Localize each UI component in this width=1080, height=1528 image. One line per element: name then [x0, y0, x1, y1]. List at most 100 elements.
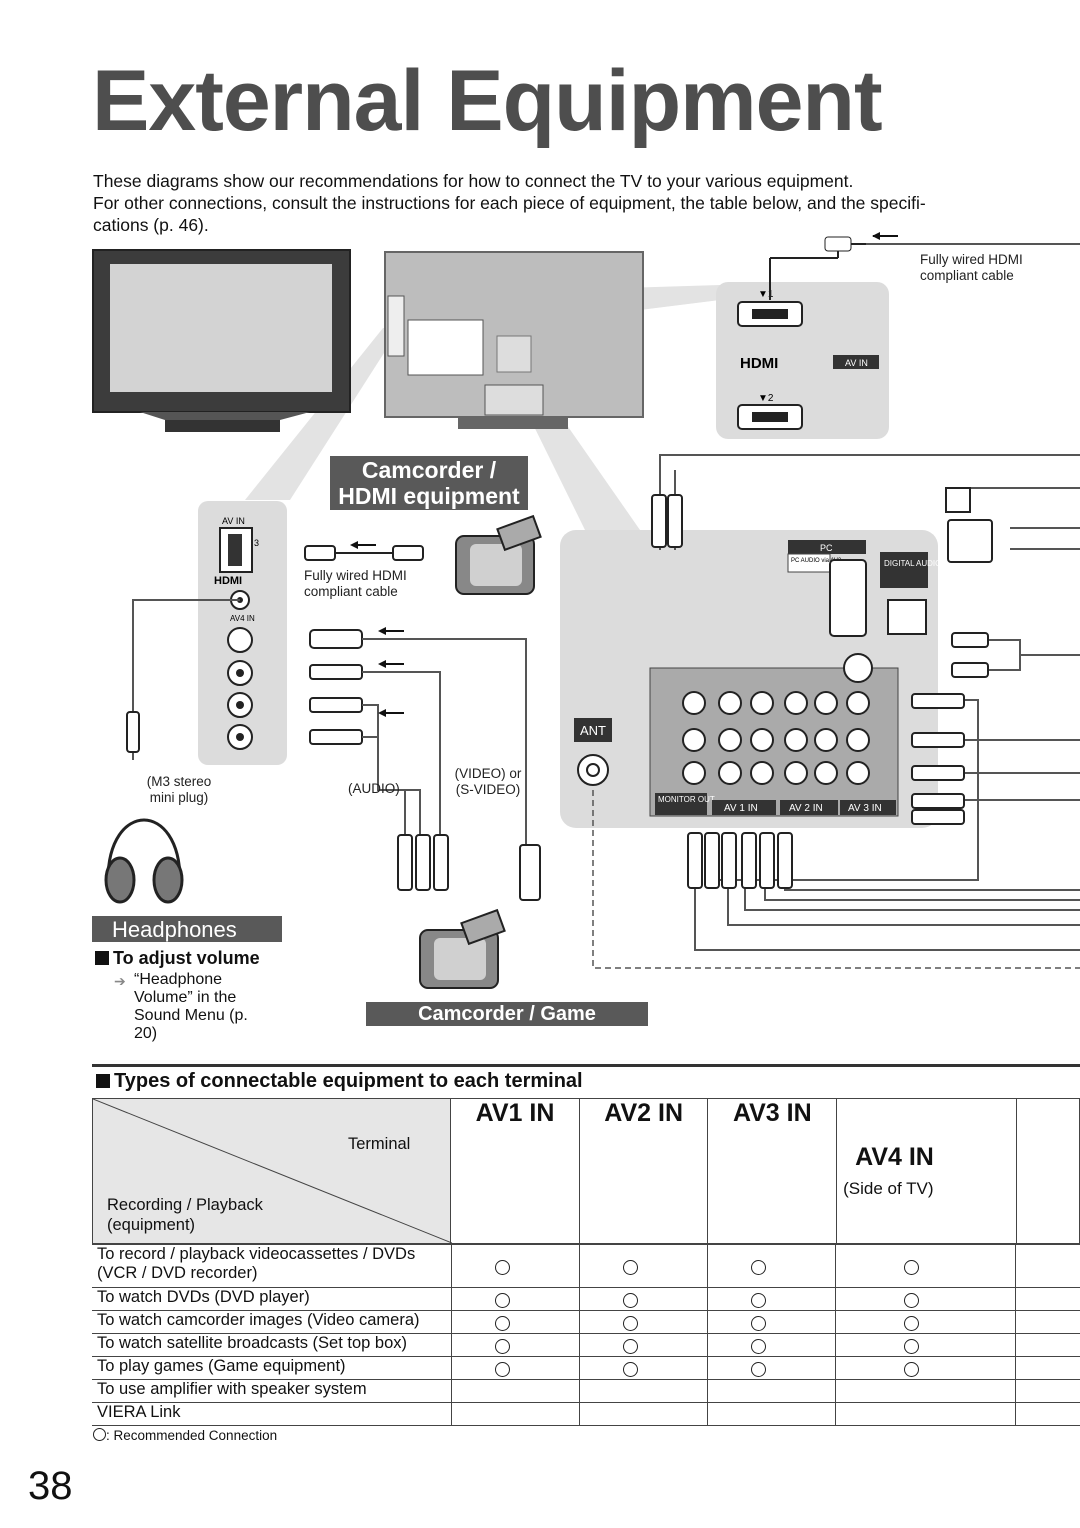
ant-label: ANT — [580, 723, 606, 738]
row-label: To use amplifier with speaker system — [97, 1380, 367, 1398]
row-extra-cell — [1015, 1357, 1080, 1379]
adjust-volume-title: To adjust volume — [113, 948, 260, 968]
table-row: To play games (Game equipment) — [92, 1357, 1080, 1380]
row-mark-cell — [835, 1245, 1015, 1287]
pc-label: PC — [820, 543, 833, 553]
intro-line-3: cations (p. 46). — [93, 215, 209, 235]
headphones-title: Headphones — [92, 916, 282, 942]
av-in-badge: AV IN — [845, 358, 868, 368]
row-mark-cell — [579, 1380, 707, 1402]
row-mark-cell — [835, 1334, 1015, 1356]
recommended-circle-icon — [904, 1361, 919, 1377]
page-number: 38 — [28, 1464, 73, 1508]
zoom-beam-side — [245, 328, 400, 500]
hdmi-port-2: ▼2 — [758, 393, 774, 404]
row-mark-cell — [579, 1403, 707, 1425]
bottom-plugs — [397, 834, 541, 901]
recommended-circle-icon — [623, 1361, 638, 1377]
row-mark-cell — [579, 1311, 707, 1333]
recommended-circle-icon — [904, 1292, 919, 1308]
row-mark-cell — [835, 1380, 1015, 1402]
side-av-in-label: AV IN — [222, 516, 245, 526]
recommended-circle-icon — [623, 1260, 638, 1275]
av1-rear-label: AV 1 IN — [724, 803, 758, 814]
row-mark-cell — [451, 1245, 579, 1287]
table-row: To watch satellite broadcasts (Set top b… — [92, 1334, 1080, 1357]
legend-text: : Recommended Connection — [106, 1428, 278, 1443]
row-mark-cell — [707, 1245, 835, 1287]
col-av1: AV1 IN — [450, 1098, 580, 1244]
recommended-circle-icon — [751, 1338, 766, 1354]
row-mark-cell — [835, 1357, 1015, 1379]
table-row: To watch camcorder images (Video camera) — [92, 1311, 1080, 1334]
row-extra-cell — [1015, 1245, 1080, 1287]
recommended-circle-icon — [751, 1260, 766, 1275]
intro-line-1: These diagrams show our recommendations … — [93, 171, 854, 191]
recommended-circle-icon — [495, 1292, 510, 1308]
col-av3: AV3 IN — [707, 1098, 838, 1244]
side-av-plugs — [309, 629, 363, 745]
table-heading-text: Types of connectable equipment to each t… — [114, 1070, 583, 1092]
table-header-row: Terminal Recording / Playback (equipment… — [91, 1098, 1080, 1244]
row-mark-cell — [579, 1334, 707, 1356]
equipment-table: Terminal Recording / Playback (equipment… — [91, 1098, 1080, 1244]
side-av-wires — [362, 638, 527, 845]
row-mark-cell — [579, 1245, 707, 1287]
row-extra-cell — [1015, 1334, 1080, 1356]
recommended-circle-icon — [495, 1315, 510, 1331]
row-label: To play games (Game equipment) — [97, 1357, 346, 1375]
row-mark-cell — [707, 1334, 835, 1356]
bullet-square-icon — [96, 1074, 110, 1088]
recommended-circle-icon — [623, 1292, 638, 1308]
camcorder-hdmi-illustration — [455, 514, 542, 595]
recommended-circle-icon — [495, 1361, 510, 1377]
side-port-3: 3 — [254, 538, 259, 548]
row-extra-cell — [1015, 1288, 1080, 1310]
recommended-circle-icon — [623, 1315, 638, 1331]
row-mark-cell — [579, 1288, 707, 1310]
table-heading: Types of connectable equipment to each t… — [96, 1070, 583, 1093]
row-mark-cell — [707, 1357, 835, 1379]
row-mark-cell — [707, 1311, 835, 1333]
row-extra-cell — [1015, 1380, 1080, 1402]
flow-arrows — [350, 541, 404, 717]
row-mark-cell — [451, 1288, 579, 1310]
row-mark-cell — [707, 1380, 835, 1402]
col-av4-title: AV4 IN — [855, 1143, 934, 1171]
recommended-circle-icon — [904, 1338, 919, 1354]
headphones-illustration — [104, 818, 184, 904]
row-label: To watch camcorder images (Video camera) — [97, 1311, 420, 1329]
digital-audio-label: DIGITAL AUDIO OUT — [884, 559, 961, 568]
tv-back — [384, 251, 644, 429]
row-mark-cell — [707, 1288, 835, 1310]
intro-line-2: For other connections, consult the instr… — [93, 193, 926, 213]
adjust-volume-heading: To adjust volume — [95, 948, 260, 969]
audio-label: (AUDIO) — [348, 781, 400, 796]
recommended-circle-icon — [623, 1338, 638, 1354]
table-row: To watch DVDs (DVD player) — [92, 1288, 1080, 1311]
adjust-volume-note: “Headphone Volume” in the Sound Menu (p.… — [134, 971, 248, 1042]
video-svideo-label: (VIDEO) or (S-VIDEO) — [454, 766, 522, 797]
recommended-circle-icon — [751, 1315, 766, 1331]
section-divider — [92, 1064, 1080, 1067]
row-mark-cell — [835, 1311, 1015, 1333]
table-row: To use amplifier with speaker system — [92, 1380, 1080, 1403]
hdmi-cable-top-label: Fully wired HDMI compliant cable — [920, 252, 1023, 283]
row-mark-cell — [579, 1357, 707, 1379]
table-row: VIERA Link — [92, 1403, 1080, 1426]
recommended-circle-icon — [904, 1315, 919, 1331]
row-extra-cell — [1015, 1403, 1080, 1425]
row-label: To watch DVDs (DVD player) — [97, 1288, 310, 1306]
row-label: To watch satellite broadcasts (Set top b… — [97, 1334, 407, 1352]
row-mark-cell — [707, 1403, 835, 1425]
antenna-line — [592, 790, 1080, 969]
connection-diagram: ▼1 ▼2 HDMI AV IN AV IN 3 HDMI AV4 IN — [92, 232, 1080, 989]
col-av4: AV4 IN (Side of TV) — [836, 1098, 1018, 1244]
row-label: VIERA Link — [97, 1403, 181, 1421]
row-mark-cell — [835, 1288, 1015, 1310]
row-mark-cell — [451, 1357, 579, 1379]
recommended-circle-icon — [751, 1292, 766, 1308]
camcorder-game-illustration — [419, 908, 506, 989]
side-av4-label: AV4 IN — [230, 614, 255, 623]
hdmi-port-1: ▼1 — [758, 289, 774, 300]
